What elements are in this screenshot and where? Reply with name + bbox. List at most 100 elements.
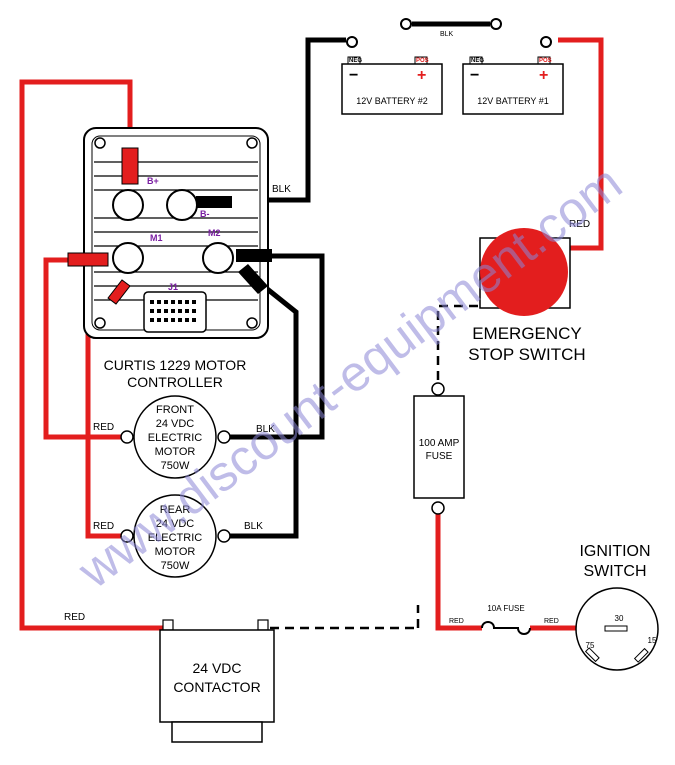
motor-body <box>133 395 217 479</box>
ignition-term-15 <box>633 647 649 663</box>
neg-label: NEG <box>349 58 362 64</box>
term-15-label: 15 <box>648 636 657 645</box>
estop-button <box>480 228 568 316</box>
contactor-post <box>162 619 174 631</box>
terminal-m2 <box>202 242 234 274</box>
lug-b-minus <box>196 196 232 208</box>
motor-text: 24 VDC <box>156 518 195 530</box>
screw-icon <box>246 317 258 329</box>
front-motor: FRONT 24 VDC ELECTRIC MOTOR 750W <box>120 395 231 479</box>
ring-terminal <box>490 18 502 30</box>
battery-label: 12V BATTERY #1 <box>477 96 549 106</box>
pos-label: POS <box>539 58 552 64</box>
ignition-term-75 <box>584 647 600 663</box>
b-minus-label: B- <box>200 209 210 219</box>
fuse-symbol <box>481 621 531 635</box>
dashed-wire-estop-fuse <box>436 304 478 385</box>
red-wire-fuse-down <box>435 513 482 631</box>
fuse-text: FUSE <box>426 451 453 462</box>
motor-text: 750W <box>161 460 190 472</box>
lug-m1 <box>67 252 109 267</box>
battery-1: NEG POS − + 12V BATTERY #1 <box>462 18 564 115</box>
j1-label: J1 <box>168 282 178 292</box>
wire-label-blk: BLK <box>256 424 275 435</box>
rear-motor: REAR 24 VDC ELECTRIC MOTOR 750W <box>120 494 231 578</box>
ignition-text: IGNITION <box>579 543 650 560</box>
terminal-b-minus <box>166 189 198 221</box>
plus-sign: + <box>417 67 426 84</box>
motor-text: ELECTRIC <box>148 532 202 544</box>
lug-m2-rear <box>238 264 268 294</box>
screw-icon <box>94 317 106 329</box>
lug-m2 <box>236 249 272 262</box>
ring-terminal <box>540 36 552 48</box>
wire-label-blk: BLK <box>244 521 263 532</box>
motor-text: REAR <box>160 504 191 516</box>
plus-sign: + <box>539 67 548 84</box>
b-plus-label: B+ <box>147 176 159 186</box>
terminal-b-plus <box>112 189 144 221</box>
term-30-label: 30 <box>615 614 624 623</box>
pos-label: POS <box>416 58 429 64</box>
contactor: 24 VDC CONTACTOR <box>159 619 275 743</box>
j1-pins <box>150 300 196 322</box>
lug-b-plus <box>121 147 139 185</box>
lug-m1-rear <box>107 279 131 305</box>
motor-terminal <box>217 430 231 444</box>
ignition-term-30 <box>604 625 628 632</box>
minus-sign: − <box>349 67 358 84</box>
wire-label-red: RED <box>569 219 590 230</box>
terminal-m1 <box>112 242 144 274</box>
fuse-body <box>413 395 465 499</box>
motor-body <box>133 494 217 578</box>
control-wires <box>270 304 478 630</box>
motor-text: MOTOR <box>155 546 196 558</box>
fuse-100-amp: 100 AMP FUSE <box>413 382 465 515</box>
battery-body <box>341 63 443 115</box>
estop-text: EMERGENCY <box>472 324 582 343</box>
motor-terminal <box>217 529 231 543</box>
wire-label-red: RED <box>93 422 114 433</box>
contactor-text: CONTACTOR <box>173 679 260 695</box>
term-75-label: 75 <box>586 641 595 650</box>
fuse10-label: 10A FUSE <box>487 604 524 613</box>
motor-terminal <box>120 430 134 444</box>
ignition-text: SWITCH <box>583 563 646 580</box>
contactor-base <box>171 721 263 743</box>
jumper-label: BLK <box>440 31 454 38</box>
minus-sign: − <box>470 67 479 84</box>
m2-label: M2 <box>208 228 221 238</box>
battery-body <box>462 63 564 115</box>
contactor-post <box>257 619 269 631</box>
ignition-switch: 30 75 15 IGNITION SWITCH <box>575 543 659 671</box>
battery-label: 12V BATTERY #2 <box>356 96 428 106</box>
controller-title-1: CURTIS 1229 MOTOR <box>104 357 247 373</box>
screw-icon <box>246 137 258 149</box>
fuse-10-amp: 10A FUSE <box>481 604 531 635</box>
wire-label-red: RED <box>64 612 85 623</box>
wire-label-red: RED <box>449 618 464 625</box>
motor-text: ELECTRIC <box>148 432 202 444</box>
motor-text: FRONT <box>156 404 194 416</box>
fuse-eyelet <box>431 501 445 515</box>
contactor-text: 24 VDC <box>192 660 241 676</box>
motor-terminal <box>120 529 134 543</box>
screw-icon <box>94 137 106 149</box>
contactor-body <box>159 629 275 723</box>
blk-wire-rear-motor <box>230 278 299 539</box>
emergency-stop-switch: EMERGENCY STOP SWITCH <box>468 228 586 364</box>
m1-label: M1 <box>150 233 163 243</box>
motor-controller: B+ B- M1 M2 J1 CURTIS 1229 MOTOR CONTROL… <box>67 127 272 390</box>
red-wire-contactor-feed <box>19 79 166 631</box>
ring-terminal <box>400 18 412 30</box>
motor-text: MOTOR <box>155 446 196 458</box>
fuse-eyelet <box>431 382 445 396</box>
wire-label-blk: BLK <box>272 184 291 195</box>
estop-text: STOP SWITCH <box>468 345 585 364</box>
neg-label: NEG <box>471 58 484 64</box>
red-wire-battery-estop <box>558 37 604 251</box>
fuse-text: 100 AMP <box>419 438 460 449</box>
motor-text: 24 VDC <box>156 418 195 430</box>
controller-title-2: CONTROLLER <box>127 374 223 390</box>
